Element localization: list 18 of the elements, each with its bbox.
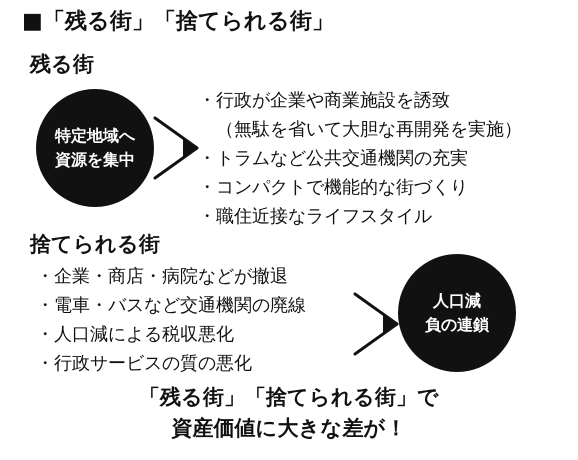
bullet-item: ・行政が企業や商業施設を誘致 [198,89,451,113]
circle-label: 負の連鎖 [425,314,489,336]
bullet-item: ・企業・商店・病院などが撤退 [36,265,289,289]
circle-label: 人口減 [433,290,481,312]
section-heading: 捨てられる街 [30,231,160,258]
caption-text: 「残る街」「捨てられる街」で資産価値に大きな差が！ [138,384,440,442]
chevron-arrow [354,292,398,356]
bullet-item: ・行政サービスの質の悪化 [36,352,253,376]
circle-label: 特定地域へ資源を集中 [55,125,135,171]
bullet-item: ・トラムなど公共交通機関の充実 [198,147,469,171]
bullet-item: ・コンパクトで機能的な街づくり [198,176,469,200]
chevron-arrow [154,116,198,180]
bullet-item: ・人口減による税収悪化 [36,323,235,347]
bullet-item: ・職住近接なライフスタイル [198,205,433,229]
bullet-item: （無駄を省いて大胆な再開発を実施） [216,118,522,142]
bullet-item: ・電車・バスなど交通機関の廃線 [36,294,307,318]
title-text: ■「残る街」「捨てられる街」 [22,8,334,36]
section-heading: 残る街 [30,51,94,78]
